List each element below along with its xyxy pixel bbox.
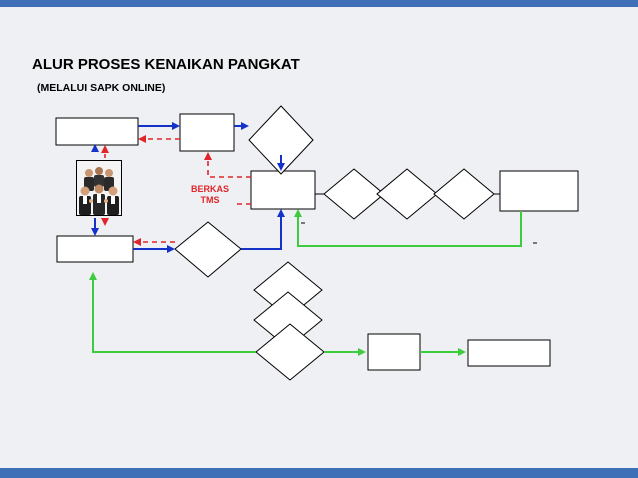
top-accent-bar — [0, 0, 638, 7]
decision-diamond-3 — [433, 168, 495, 220]
group-of-people-clapping-icon — [76, 160, 122, 216]
box-bottom-middle — [367, 333, 421, 371]
box-right — [499, 170, 579, 212]
decision-diamond-stack-3 — [255, 323, 325, 381]
box-bottom-left — [56, 235, 134, 263]
box-bottom-right — [467, 339, 551, 367]
page-subtitle: (MELALUI SAPK ONLINE) — [37, 82, 166, 94]
arrow-blue-diamond-to-bkd-up — [241, 209, 285, 250]
berkas-label-line1: BERKAS — [190, 184, 229, 194]
box-top-left — [55, 117, 139, 146]
page-title: ALUR PROSES KENAIKAN PANGKAT — [32, 56, 300, 73]
people-illustration — [77, 161, 121, 215]
arrow-red-berkas-up — [204, 152, 251, 178]
berkas-tms-label: BERKAS TMS — [188, 184, 232, 206]
decision-diamond-2 — [376, 168, 438, 220]
berkas-label-line2: TMS — [200, 195, 220, 205]
decision-diamond-1 — [323, 168, 385, 220]
decision-diamond-left — [174, 221, 242, 278]
arrow-green-bottom-to-left — [89, 272, 256, 353]
arrow-green-right-to-bkd — [294, 209, 522, 247]
box-top-middle — [179, 113, 235, 152]
decision-diamond-top — [248, 105, 314, 175]
bottom-accent-bar — [0, 468, 638, 478]
box-bkd — [250, 170, 316, 210]
